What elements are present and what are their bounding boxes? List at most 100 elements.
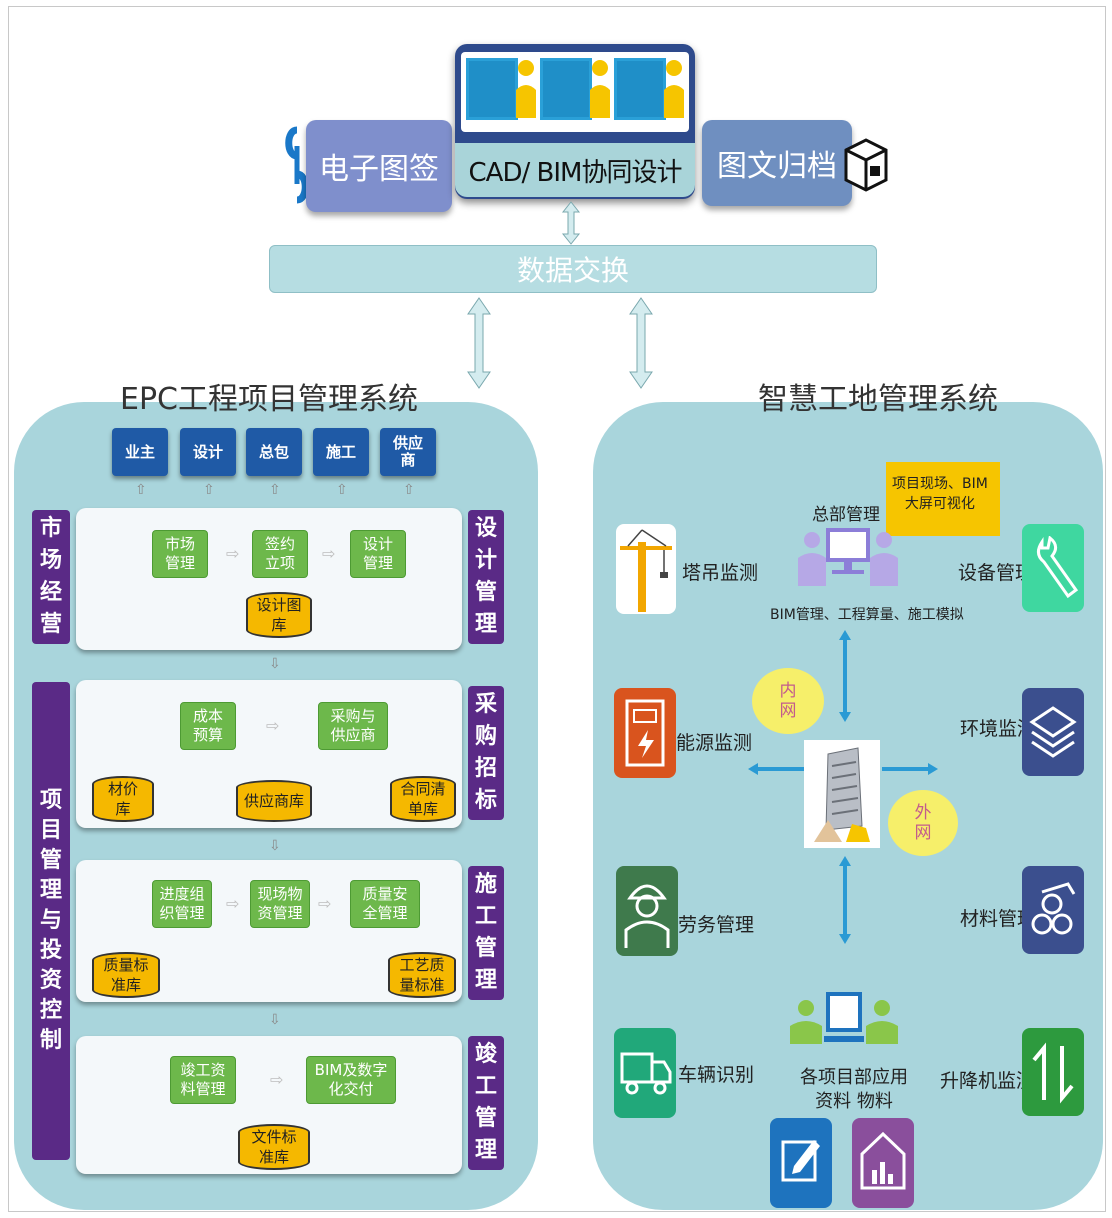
step-bim-delivery: BIM及数字 化交付 bbox=[306, 1056, 396, 1104]
step-completion-docs: 竣工资 料管理 bbox=[170, 1056, 236, 1104]
contract-list-db: 合同清 单库 bbox=[390, 776, 456, 822]
sign-box: 电子图签 bbox=[306, 120, 452, 212]
hq-label: 总部管理 bbox=[812, 505, 880, 525]
energy-monitor-label: 能源监测 bbox=[676, 732, 753, 754]
person-icon bbox=[664, 60, 684, 118]
stakeholder-construction: 施工 bbox=[313, 428, 369, 476]
monitor-icon bbox=[466, 58, 518, 120]
right-arrow-icon: ⇨ bbox=[226, 894, 240, 913]
archive-label: 图文归档 bbox=[717, 149, 837, 184]
project-dept-label: 各项目部应用 资料 物料 bbox=[800, 1067, 908, 1112]
double-arrow-icon bbox=[467, 297, 491, 389]
double-arrow-icon bbox=[561, 201, 581, 245]
step-purchase-supplier: 采购与 供应商 bbox=[318, 702, 388, 750]
equipment-tile bbox=[1022, 524, 1084, 612]
epc-title: EPC工程项目管理系统 bbox=[120, 382, 418, 417]
elevator-tile bbox=[1022, 1028, 1084, 1116]
monitor-icon bbox=[540, 58, 592, 120]
stakeholder-supplier: 供应 商 bbox=[380, 428, 436, 476]
building-icon bbox=[814, 747, 870, 842]
env-monitor-label: 环境监测 bbox=[960, 718, 1037, 740]
down-arrow-icon: ⇩ bbox=[269, 656, 281, 672]
sign-label: 电子图签 bbox=[319, 152, 439, 187]
truck-icon bbox=[620, 1052, 672, 1095]
up-arrow-icon: ⇧ bbox=[336, 482, 348, 498]
double-arrow-icon bbox=[629, 297, 653, 389]
step-design-mgmt: 设计 管理 bbox=[350, 530, 406, 578]
person-icon bbox=[516, 60, 536, 118]
tower-crane-icon bbox=[620, 529, 672, 612]
connector-arrow-icon bbox=[839, 630, 851, 722]
edit-icon bbox=[781, 1140, 820, 1182]
crane-monitor-label: 塔吊监测 bbox=[682, 562, 759, 584]
up-arrow-icon: ⇧ bbox=[403, 482, 415, 498]
vehicle-tile bbox=[614, 1028, 676, 1118]
step-contract: 签约 立项 bbox=[252, 530, 308, 578]
material-tile bbox=[1022, 866, 1084, 954]
down-arrow-icon: ⇩ bbox=[269, 1012, 281, 1028]
stakeholder-label: 总包 bbox=[258, 442, 289, 461]
step-market-mgmt: 市场 管理 bbox=[152, 530, 208, 578]
right-arrow-icon: ⇨ bbox=[226, 544, 240, 563]
worker-icon bbox=[624, 884, 670, 948]
archive-box-icon bbox=[844, 138, 888, 192]
up-arrow-icon: ⇧ bbox=[203, 482, 215, 498]
elevator-monitor-label: 升降机监测 bbox=[940, 1070, 1036, 1092]
stakeholder-label: 供应 商 bbox=[392, 434, 423, 469]
up-down-icon bbox=[1032, 1042, 1074, 1104]
labor-mgmt-label: 劳务管理 bbox=[678, 914, 755, 936]
hq-meeting-icon bbox=[798, 528, 898, 586]
right-arrow-icon: ⇨ bbox=[266, 716, 280, 735]
quality-standard-db: 质量标 准库 bbox=[92, 952, 160, 998]
connector-arrow-icon bbox=[748, 763, 804, 775]
home-chart-icon bbox=[860, 1131, 906, 1190]
supplier-db: 供应商库 bbox=[236, 780, 312, 822]
file-standard-db: 文件标 准库 bbox=[238, 1124, 310, 1170]
outer-frame bbox=[8, 6, 1106, 1212]
equipment-mgmt-label: 设备管理 bbox=[958, 562, 1035, 584]
step-schedule: 进度组 织管理 bbox=[152, 880, 212, 928]
wrench-icon bbox=[1037, 536, 1078, 599]
monitor-icon bbox=[614, 58, 666, 120]
smart-site-title: 智慧工地管理系统 bbox=[758, 382, 998, 417]
stakeholder-label: 施工 bbox=[325, 442, 356, 461]
price-db: 材价 库 bbox=[92, 776, 154, 822]
completion-label: 竣 工 管 理 bbox=[468, 1036, 504, 1170]
link-icon bbox=[285, 126, 309, 204]
intranet-cloud: 内 网 bbox=[752, 668, 824, 734]
cad-label: CAD/ BIM协同设计 bbox=[455, 143, 695, 197]
process-quality-db: 工艺质 量标准 bbox=[388, 952, 456, 998]
connector-arrow-icon bbox=[882, 763, 938, 775]
stakeholder-label: 设计 bbox=[192, 442, 223, 461]
pipes-icon bbox=[1031, 882, 1076, 935]
design-db: 设计图 库 bbox=[246, 592, 312, 638]
data-exchange-bar: 数据交换 bbox=[269, 245, 877, 293]
stakeholder-contractor: 总包 bbox=[246, 428, 302, 476]
hq-sub-label: BIM管理、工程算量、施工模拟 bbox=[770, 607, 964, 623]
right-arrow-icon: ⇨ bbox=[322, 544, 336, 563]
step-quality-safety: 质量安 全管理 bbox=[350, 880, 420, 928]
visualization-tile bbox=[886, 462, 1000, 536]
market-label: 市 场 经 营 bbox=[32, 510, 70, 644]
up-arrow-icon: ⇧ bbox=[269, 482, 281, 498]
design-mgmt-label: 设 计 管 理 bbox=[468, 510, 504, 644]
construction-mgmt-label: 施 工 管 理 bbox=[468, 866, 504, 1000]
up-arrow-icon: ⇧ bbox=[135, 482, 147, 498]
energy-tile bbox=[614, 688, 676, 778]
person-icon bbox=[590, 60, 610, 118]
connector-arrow-icon bbox=[839, 856, 851, 944]
layers-icon bbox=[1029, 706, 1077, 758]
material-mgmt-label: 材料管理 bbox=[960, 908, 1037, 930]
right-arrow-icon: ⇨ bbox=[318, 894, 332, 913]
stakeholder-label: 业主 bbox=[124, 442, 155, 461]
energy-meter-icon bbox=[625, 699, 665, 767]
vehicle-id-label: 车辆识别 bbox=[678, 1064, 755, 1086]
stakeholder-owner: 业主 bbox=[112, 428, 168, 476]
exchange-label: 数据交换 bbox=[516, 254, 629, 287]
step-cost-budget: 成本 预算 bbox=[180, 702, 236, 750]
archive-box: 图文归档 bbox=[702, 120, 852, 206]
down-arrow-icon: ⇩ bbox=[269, 838, 281, 854]
project-team-icon bbox=[790, 992, 898, 1044]
stakeholder-design: 设计 bbox=[180, 428, 236, 476]
right-arrow-icon: ⇨ bbox=[270, 1070, 284, 1089]
